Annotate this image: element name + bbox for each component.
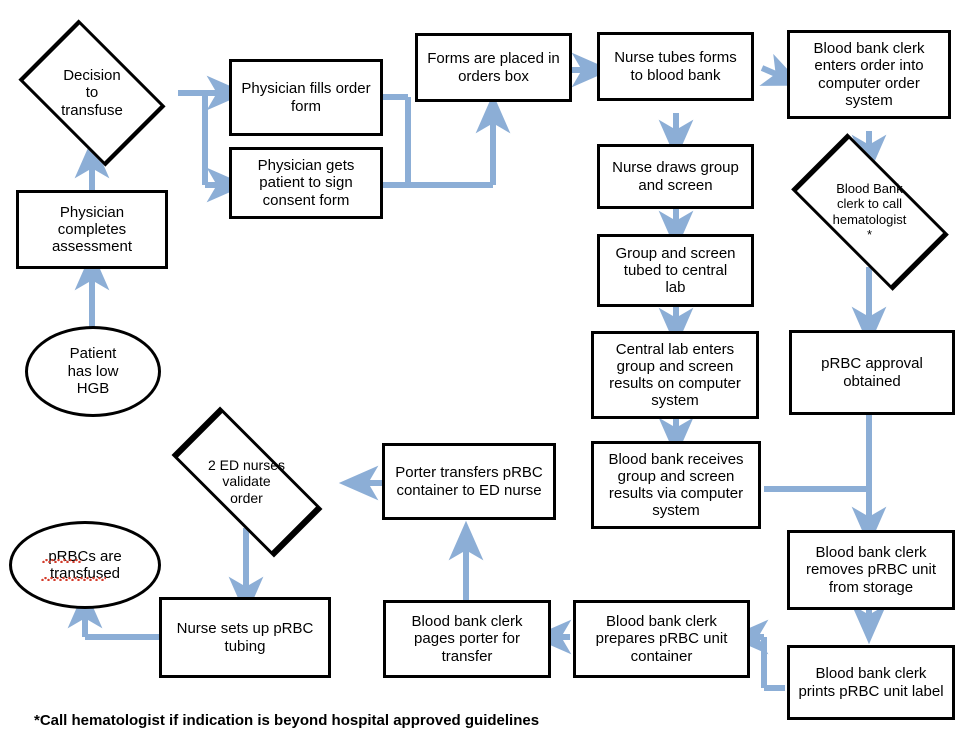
node-clerk-removes-unit[interactable]: Blood bank clerk removes pRBC unit from … xyxy=(787,530,955,610)
node-label: Nurse draws group and screen xyxy=(612,159,739,194)
node-physician-gets-consent[interactable]: Physician gets patient to sign consent f… xyxy=(229,147,383,219)
node-nurse-tubes-forms[interactable]: Nurse tubes forms to blood bank xyxy=(597,32,754,101)
node-label: Nurse sets up pRBC tubing xyxy=(176,620,314,655)
node-label: Physician gets patient to sign consent f… xyxy=(257,157,355,209)
node-label: Nurse tubes forms to blood bank xyxy=(614,49,737,84)
node-label: Blood bank receives group and screen res… xyxy=(608,450,744,520)
node-nurse-sets-up-tubing[interactable]: Nurse sets up pRBC tubing xyxy=(159,597,331,678)
node-label: Blood Bank clerk to call hematologist * xyxy=(832,181,907,242)
footnote-text: *Call hematologist if indication is beyo… xyxy=(34,712,540,729)
node-label: 2 ED nurses validate order xyxy=(207,457,286,506)
node-forms-placed-orders-box[interactable]: Forms are placed in orders box xyxy=(415,33,572,102)
node-label: Physician completes assessment xyxy=(51,203,133,256)
node-label: Blood bank clerk pages porter for transf… xyxy=(411,613,523,665)
spellcheck-underline-transfused xyxy=(41,577,106,581)
node-label: Blood bank clerk removes pRBC unit from … xyxy=(805,544,937,596)
node-label: Patient has low HGB xyxy=(67,345,119,398)
node-clerk-enters-order[interactable]: Blood bank clerk enters order into compu… xyxy=(787,30,951,119)
node-label: Porter transfers pRBC container to ED nu… xyxy=(395,464,543,499)
node-patient-has-low-hgb[interactable]: Patient has low HGB xyxy=(25,326,161,417)
node-label: Blood bank clerk enters order into compu… xyxy=(813,40,925,109)
node-label: Blood bank clerk prepares pRBC unit cont… xyxy=(595,613,728,665)
node-prbcs-transfused[interactable]: pRBCs are transfused xyxy=(9,521,161,609)
node-physician-fills-order-form[interactable]: Physician fills order form xyxy=(229,59,383,136)
node-prbc-approval-obtained[interactable]: pRBC approval obtained xyxy=(789,330,955,415)
node-clerk-call-hematologist[interactable]: Blood Bank clerk to call hematologist * xyxy=(768,132,971,291)
node-two-ed-nurses-validate[interactable]: 2 ED nurses validate order xyxy=(144,406,349,557)
node-porter-transfers[interactable]: Porter transfers pRBC container to ED nu… xyxy=(382,443,556,520)
node-decision-to-transfuse[interactable]: Decision to transfuse xyxy=(5,19,179,167)
node-label: pRBC approval obtained xyxy=(821,355,923,390)
node-physician-completes-assessment[interactable]: Physician completes assessment xyxy=(16,190,168,269)
node-central-lab-enters[interactable]: Central lab enters group and screen resu… xyxy=(591,331,759,419)
node-label: Physician fills order form xyxy=(241,80,371,115)
spellcheck-underline-prbcs xyxy=(42,559,82,563)
node-blood-bank-receives[interactable]: Blood bank receives group and screen res… xyxy=(591,441,761,529)
node-clerk-prints-label[interactable]: Blood bank clerk prints pRBC unit label xyxy=(787,645,955,720)
edge-nursetubes-to-clerk xyxy=(759,53,803,86)
node-clerk-prepares-container[interactable]: Blood bank clerk prepares pRBC unit cont… xyxy=(573,600,750,678)
node-clerk-pages-porter[interactable]: Blood bank clerk pages porter for transf… xyxy=(383,600,551,678)
node-label: Blood bank clerk prints pRBC unit label xyxy=(798,665,944,700)
node-label: Group and screen tubed to central lab xyxy=(615,244,736,297)
node-label: Decision to transfuse xyxy=(61,66,123,119)
node-group-screen-tubed[interactable]: Group and screen tubed to central lab xyxy=(597,234,754,307)
node-label: Forms are placed in orders box xyxy=(427,50,560,85)
node-nurse-draws-group-screen[interactable]: Nurse draws group and screen xyxy=(597,144,754,209)
node-label: Central lab enters group and screen resu… xyxy=(609,340,741,410)
